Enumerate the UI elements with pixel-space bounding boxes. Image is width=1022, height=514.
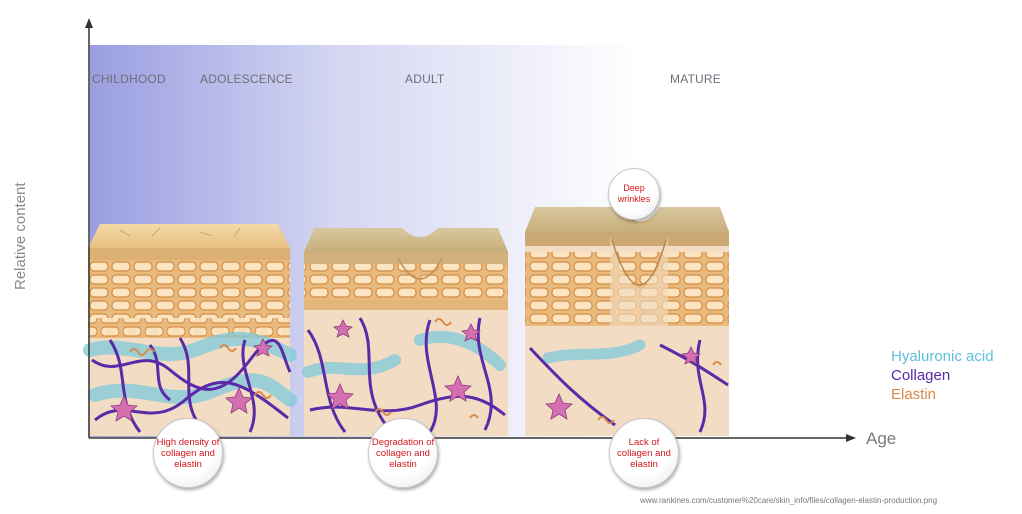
legend-elastin: Elastin: [891, 386, 937, 403]
legend-collagen: Collagen: [891, 367, 951, 384]
source-url: www.rankines.com/customer%20care/skin_in…: [640, 496, 938, 505]
adult-skin-block: [302, 228, 508, 436]
young-skin-block: [83, 224, 297, 436]
x-axis-label: Age: [866, 429, 897, 448]
stage-label-adult: ADULT: [405, 72, 445, 86]
legend-hyaluronic-acid: Hyaluronic acid: [891, 348, 994, 365]
bubble-high-density: High density of collagen and elastin: [153, 418, 223, 488]
bubble-lack: Lack of collagen and elastin: [609, 418, 679, 488]
mature-skin-block: [525, 207, 729, 436]
stage-label-mature: MATURE: [670, 72, 721, 86]
y-axis-label: Relative content: [12, 182, 29, 290]
bubble-degradation: Degradation of collagen and elastin: [368, 418, 438, 488]
stage-label-adolescence: ADOLESCENCE: [200, 72, 293, 86]
bubble-deep-wrinkles: Deep wrinkles: [608, 168, 660, 220]
legend: Hyaluronic acid Collagen Elastin: [891, 347, 994, 404]
stage-label-childhood: CHILDHOOD: [92, 72, 166, 86]
